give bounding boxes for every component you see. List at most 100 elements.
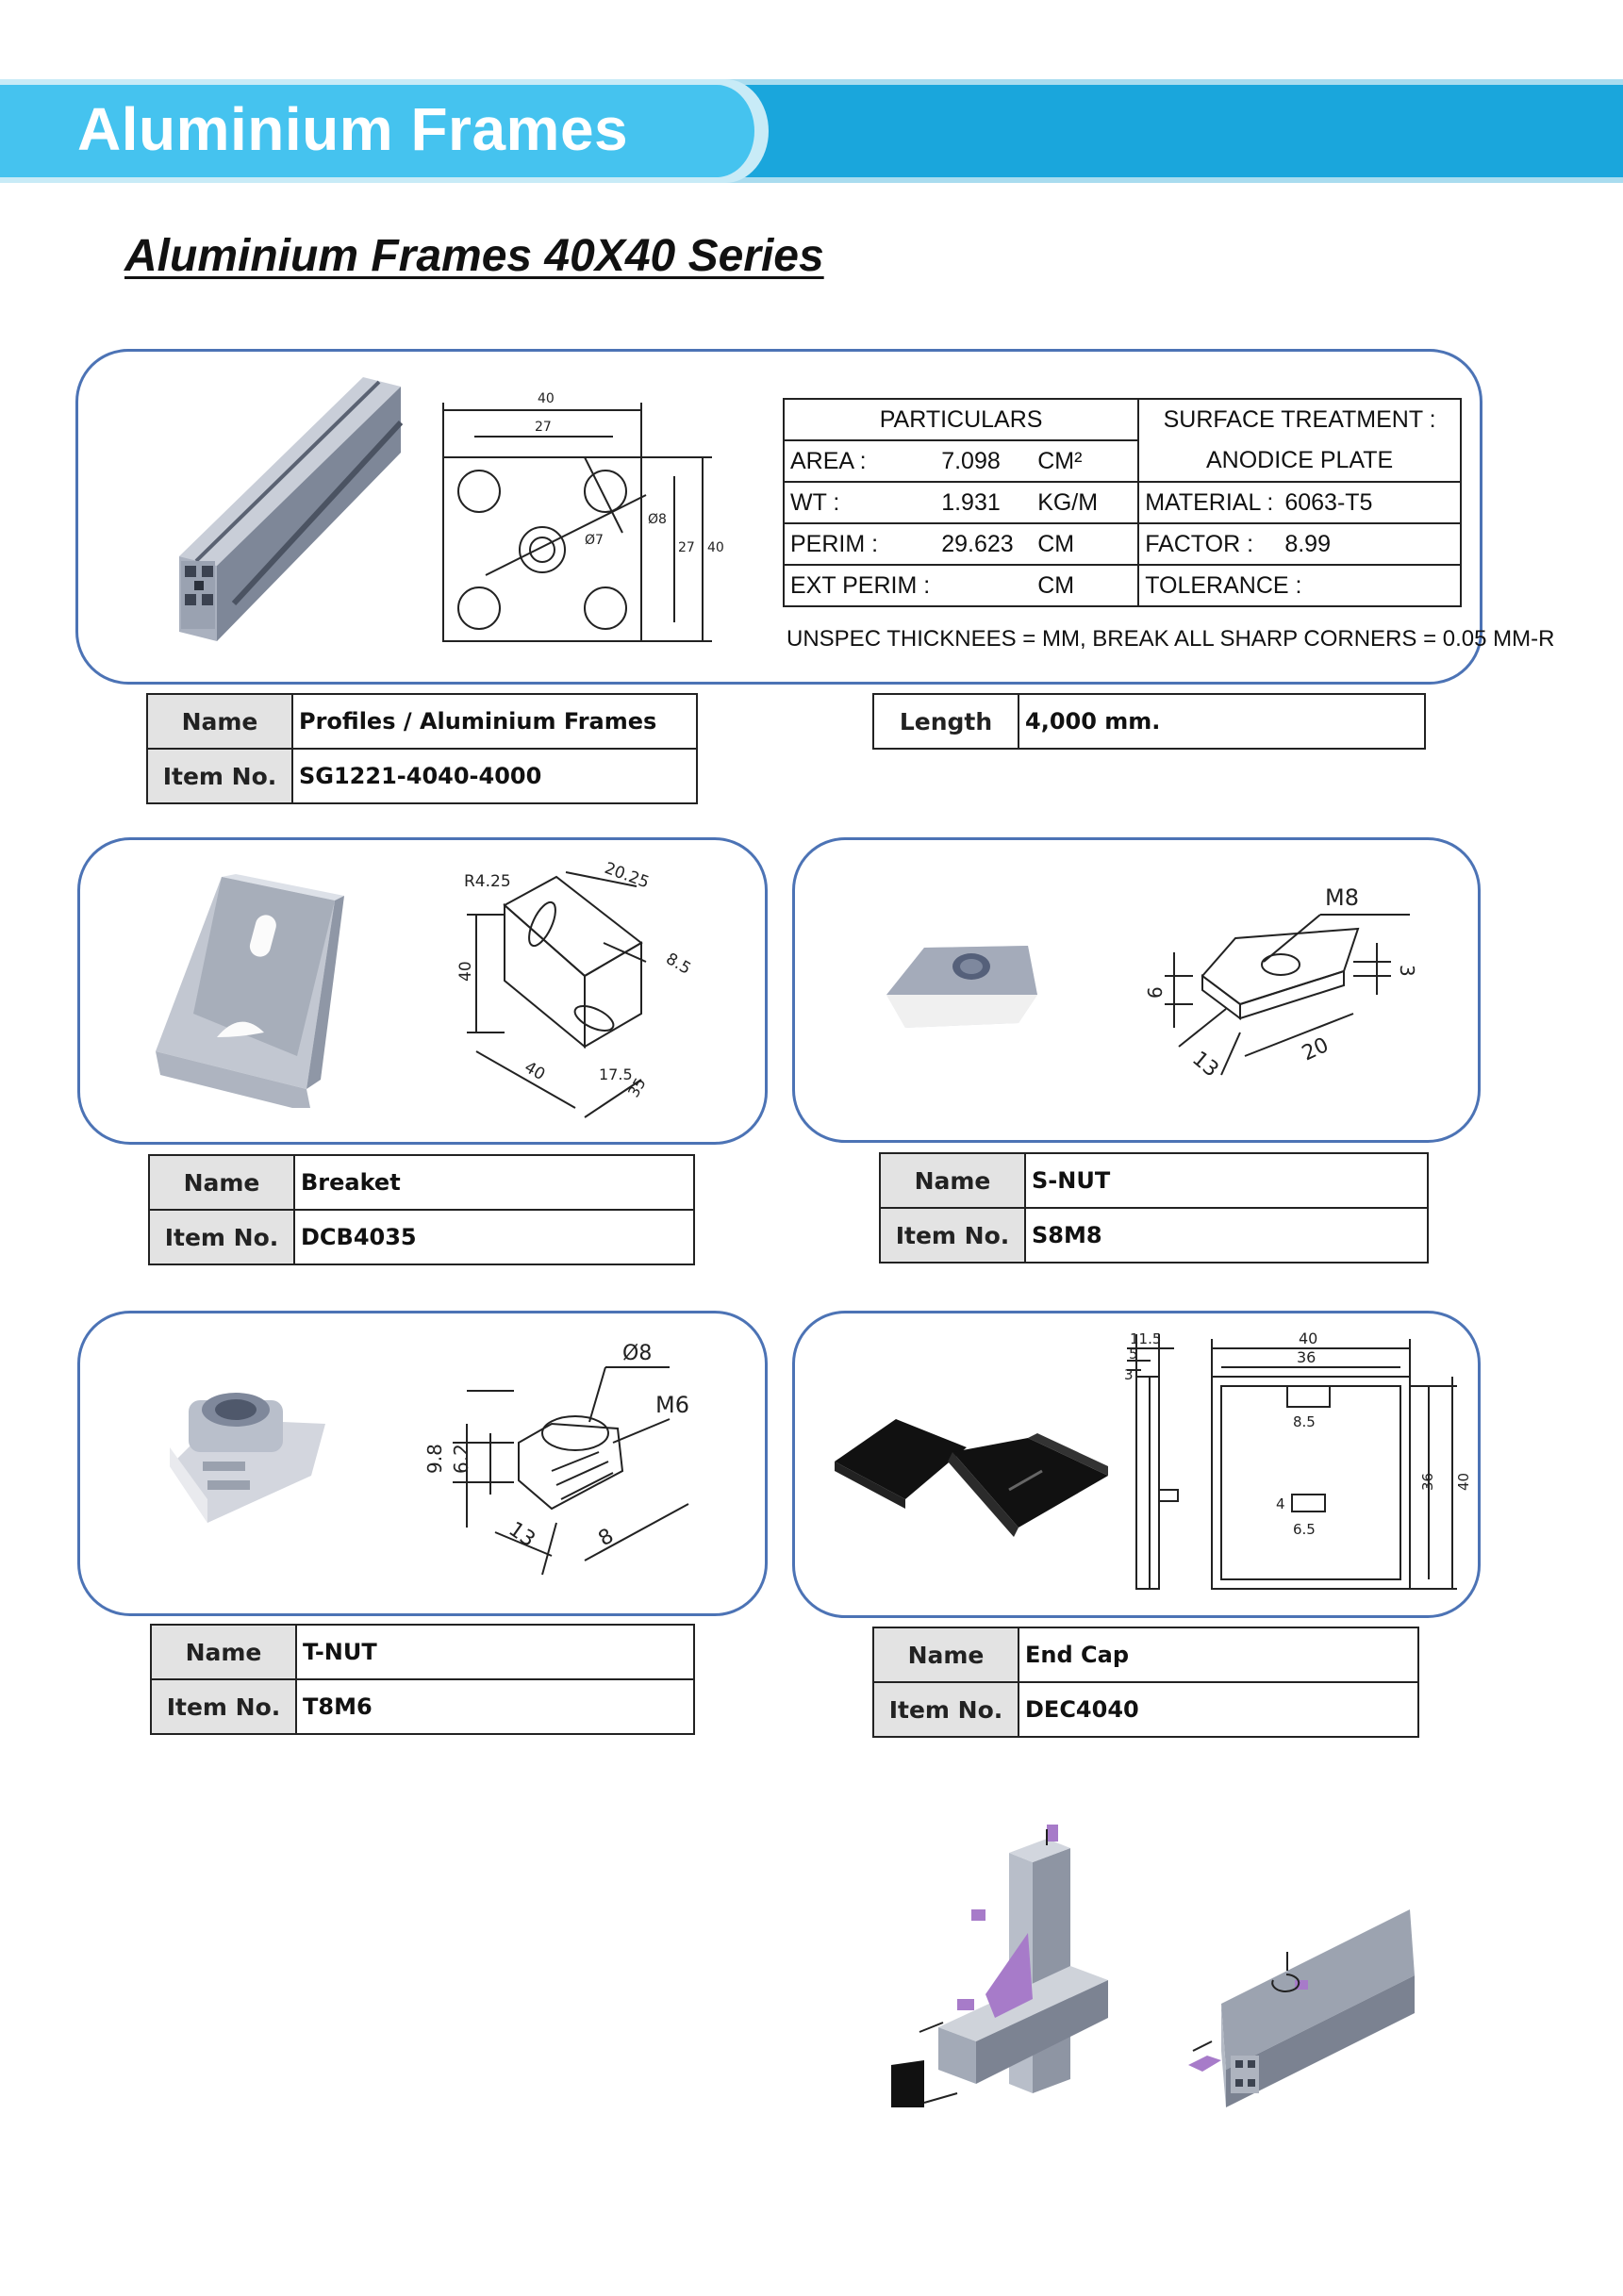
- tnut-dim-h1: 9.8: [423, 1444, 446, 1474]
- snut-dim-l: 20: [1299, 1033, 1333, 1065]
- tolerance-label: TOLERANCE :: [1137, 564, 1462, 607]
- bracket-dim-r: R4.25: [464, 872, 511, 891]
- ext-perim-label: EXT PERIM :: [782, 564, 936, 607]
- perim-unit: CM: [1032, 522, 1140, 566]
- snut-3d-image: [886, 946, 1037, 1028]
- area-unit: CM²: [1032, 439, 1140, 483]
- endcap-info-table: Name End Cap Item No. DEC4040: [872, 1627, 1419, 1738]
- snut-name: S-NUT: [1024, 1152, 1429, 1209]
- endcap-dim-h: 40: [1455, 1473, 1472, 1491]
- profile-item-no: SG1221-4040-4000: [291, 748, 698, 804]
- tnut-dim-w: 13: [505, 1517, 539, 1552]
- tnut-name: T-NUT: [295, 1624, 695, 1680]
- perim-value: 29.623: [936, 522, 1033, 566]
- name-label: Name: [872, 1627, 1019, 1683]
- endcap-dim-d2: 5: [1129, 1346, 1138, 1363]
- wt-unit: KG/M: [1032, 481, 1140, 524]
- ext-perim-unit: CM: [1032, 564, 1140, 607]
- dim-outer: 40: [538, 391, 555, 406]
- name-label: Name: [879, 1152, 1026, 1209]
- assembly-bracket-image: [891, 1825, 1108, 2107]
- material-value: 6063-T5: [1279, 481, 1462, 524]
- surface-treatment-value: ANODICE PLATE: [1137, 440, 1462, 483]
- endcap-dim-d1: 11.5: [1130, 1330, 1161, 1347]
- bracket-3d-image: [156, 874, 344, 1108]
- dim-hole-big: Ø8: [648, 512, 667, 527]
- snut-dim-thread: M8: [1325, 884, 1359, 911]
- page-title: Aluminium Frames: [77, 95, 629, 163]
- item-no-label: Item No.: [148, 1209, 295, 1265]
- particulars-header: PARTICULARS: [782, 398, 1140, 441]
- name-label: Name: [150, 1624, 297, 1680]
- tnut-3d-image: [170, 1393, 325, 1523]
- snut-item-no: S8M8: [1024, 1207, 1429, 1264]
- bracket-dim-w: 40: [522, 1058, 549, 1084]
- bracket-name: Breaket: [293, 1154, 695, 1211]
- item-no-label: Item No.: [872, 1681, 1019, 1738]
- endcap-3d-image: [835, 1419, 1108, 1537]
- header-tab: [0, 85, 754, 177]
- snut-dim-t: 3: [1396, 965, 1418, 977]
- dim-inner: 27: [535, 420, 552, 435]
- bracket-dim-c: 17.5: [599, 1065, 633, 1083]
- profile-length-table: Length 4,000 mm.: [872, 693, 1426, 750]
- tnut-dim-dia: Ø8: [622, 1342, 652, 1365]
- tnut-dim-l: 8: [595, 1525, 619, 1552]
- snut-drawing: M8 6 3 13 20: [1144, 884, 1418, 1082]
- dim-side-inner: 27: [678, 540, 695, 555]
- endcap-dim-w: 40: [1299, 1330, 1317, 1347]
- endcap-name: End Cap: [1018, 1627, 1419, 1683]
- endcap-dim-s3: 6.5: [1293, 1521, 1316, 1538]
- length-label: Length: [872, 693, 1019, 750]
- profile-name: Profiles / Aluminium Frames: [291, 693, 698, 750]
- ext-perim-value: [936, 564, 1033, 607]
- area-label: AREA :: [782, 439, 936, 483]
- name-label: Name: [148, 1154, 295, 1211]
- tnut-dim-thread: M6: [655, 1392, 689, 1418]
- particulars-table: PARTICULARS SURFACE TREATMENT : AREA : 7…: [782, 398, 1462, 607]
- tnut-item-no: T8M6: [295, 1678, 695, 1735]
- dim-side-outer: 40: [707, 540, 724, 555]
- profile-info-table: Name Profiles / Aluminium Frames Item No…: [146, 693, 698, 804]
- profile-3d-image: [179, 377, 404, 641]
- series-title: Aluminium Frames 40X40 Series: [124, 231, 824, 281]
- name-label: Name: [146, 693, 293, 750]
- item-no-label: Item No.: [879, 1207, 1026, 1264]
- tnut-drawing: Ø8 M6 9.8 6.2 13 8: [423, 1342, 689, 1576]
- endcap-dim-s1: 8.5: [1293, 1413, 1316, 1430]
- wt-value: 1.931: [936, 481, 1033, 524]
- assembly-tnut-image: [1188, 1909, 1415, 2107]
- bracket-info-table: Name Breaket Item No. DCB4035: [148, 1154, 695, 1265]
- endcap-dim-s2: 4: [1276, 1495, 1285, 1512]
- material-label: MATERIAL :: [1137, 481, 1280, 524]
- wt-label: WT :: [782, 481, 936, 524]
- snut-dim-h: 6: [1144, 986, 1167, 999]
- factor-label: FACTOR :: [1137, 522, 1280, 566]
- area-value: 7.098: [936, 439, 1033, 483]
- endcap-dim-w2: 36: [1297, 1348, 1316, 1366]
- snut-dim-w: 13: [1187, 1047, 1223, 1082]
- tnut-dim-h2: 6.2: [450, 1444, 472, 1474]
- dim-hole-center: Ø7: [585, 533, 604, 548]
- bracket-item-no: DCB4035: [293, 1209, 695, 1265]
- profile-length: 4,000 mm.: [1018, 693, 1426, 750]
- surface-treatment-label: SURFACE TREATMENT :: [1137, 398, 1462, 440]
- header-band-bottom-line: [0, 177, 1623, 183]
- endcap-dim-d3: 3: [1124, 1366, 1134, 1383]
- endcap-drawing: 11.5 5 3 40 36 8.5 4 6.5 36 40: [1124, 1330, 1472, 1590]
- bracket-drawing: R4.25 20.25 8.5 40 40 17.5 35: [456, 859, 694, 1118]
- header-band-top-line: [0, 79, 1623, 85]
- endcap-dim-h2: 36: [1419, 1473, 1436, 1491]
- perim-label: PERIM :: [782, 522, 936, 566]
- particulars-note: UNSPEC THICKNEES = MM, BREAK ALL SHARP C…: [787, 626, 1555, 652]
- snut-info-table: Name S-NUT Item No. S8M8: [879, 1152, 1429, 1264]
- profile-section-drawing: 40 27 Ø8 Ø7 40 27: [442, 391, 724, 642]
- endcap-item-no: DEC4040: [1018, 1681, 1419, 1738]
- item-no-label: Item No.: [146, 748, 293, 804]
- bracket-dim-b: 8.5: [663, 950, 694, 979]
- bracket-dim-a: 20.25: [602, 859, 652, 892]
- item-no-label: Item No.: [150, 1678, 297, 1735]
- tnut-info-table: Name T-NUT Item No. T8M6: [150, 1624, 695, 1735]
- factor-value: 8.99: [1279, 522, 1462, 566]
- bracket-dim-h: 40: [456, 961, 475, 982]
